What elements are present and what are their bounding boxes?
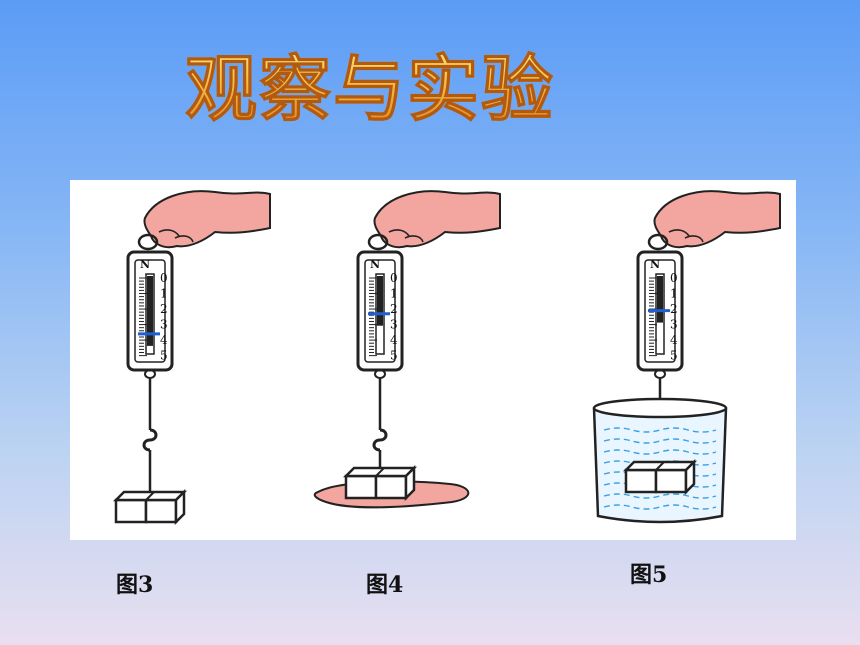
- water-ripple: [603, 427, 717, 433]
- figure-5: N0 12 34 5: [592, 190, 781, 524]
- scale-tick-label: 4: [390, 333, 398, 347]
- scale-ring: [647, 233, 669, 251]
- water-ripple: [603, 504, 717, 510]
- scale-tick-label: 4: [160, 333, 168, 347]
- scale-tick-label: 3: [390, 318, 398, 332]
- scale-tick-label: 5: [670, 349, 678, 363]
- scale-ring: [137, 233, 159, 251]
- metal-block: [624, 460, 696, 494]
- figure-4: N0 12 34 5: [313, 190, 501, 509]
- scale-tick-label: 5: [160, 349, 168, 363]
- scale-unit-label: N: [370, 258, 380, 271]
- caption-figure-3: 图3: [116, 572, 154, 598]
- scale-tick-label: 2: [670, 302, 678, 316]
- caption-figure-4: 图4: [366, 572, 404, 598]
- scale-ring: [367, 233, 389, 251]
- metal-block: [114, 490, 186, 524]
- scale-unit-label: N: [650, 258, 660, 271]
- spring-fill: [147, 276, 153, 346]
- scale-tick-label: 1: [390, 287, 398, 301]
- hand-holding-icon: [143, 190, 271, 249]
- spring-fill: [657, 276, 663, 323]
- slide-title: 观察与实验: [0, 30, 740, 135]
- metal-block: [344, 466, 416, 500]
- hook-icon: [372, 428, 388, 452]
- scale-tick-label: 5: [390, 349, 398, 363]
- hand-holding-icon: [653, 190, 781, 249]
- water-ripple: [603, 460, 717, 466]
- figure-3: N0 12 34 5: [114, 190, 271, 524]
- spring-fill: [377, 276, 383, 326]
- hook-icon: [142, 428, 158, 452]
- water-ripple: [603, 493, 717, 499]
- scale-tick-label: 0: [670, 271, 678, 285]
- scale-tick-label: 2: [390, 302, 398, 316]
- scale-tick-label: 3: [670, 318, 678, 332]
- water-ripple: [603, 449, 717, 455]
- water-ripple: [603, 482, 717, 488]
- scale-tick-label: 1: [160, 287, 168, 301]
- water-ripple: [603, 471, 717, 477]
- scale-tick-label: 2: [160, 302, 168, 316]
- scale-tick-label: 0: [160, 271, 168, 285]
- scale-tick-label: 0: [390, 271, 398, 285]
- scale-tick-label: 4: [670, 333, 678, 347]
- caption-figure-5: 图5: [630, 562, 668, 588]
- scale-tick-label: 1: [670, 287, 678, 301]
- hand-holding-icon: [373, 190, 501, 249]
- water-ripple: [603, 438, 717, 444]
- scale-unit-label: N: [140, 258, 150, 271]
- scale-tick-label: 3: [160, 318, 168, 332]
- beaker-rim: [592, 397, 728, 419]
